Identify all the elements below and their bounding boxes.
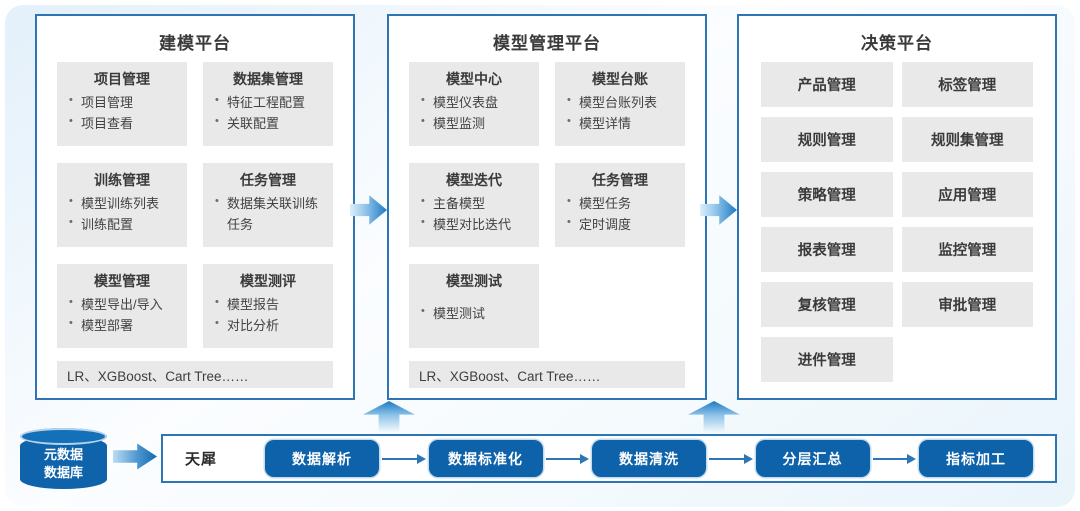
panel-title: 决策平台 xyxy=(861,34,933,53)
module-title: 项目管理 xyxy=(94,71,150,87)
connector-line xyxy=(382,457,417,460)
metadata-database-cylinder-icon: 元数据 数据库 xyxy=(20,428,107,489)
database-label-line2: 数据库 xyxy=(43,465,83,481)
tile-rule-management: 规则管理 xyxy=(761,117,893,162)
module-title: 任务管理 xyxy=(592,172,648,188)
tile-report-management: 报表管理 xyxy=(761,227,893,272)
panel-title: 建模平台 xyxy=(159,34,231,53)
pipeline-connector-arrow-icon xyxy=(379,453,429,464)
module-title: 模型测试 xyxy=(446,273,502,289)
module-item: 项目查看 xyxy=(65,113,179,134)
module-item: 对比分析 xyxy=(211,315,325,336)
module-title: 任务管理 xyxy=(240,172,296,188)
connector-arrowhead-icon xyxy=(580,453,590,464)
module-item: 定时调度 xyxy=(563,214,677,235)
tile-application-management: 应用管理 xyxy=(901,172,1033,217)
module-item: 模型仪表盘 xyxy=(417,92,531,113)
module-item: 主备模型 xyxy=(417,193,531,214)
module-model-testing: 模型测试 模型测试 xyxy=(409,264,539,348)
module-item: 项目管理 xyxy=(65,92,179,113)
module-grid: 项目管理 项目管理 项目查看 数据集管理 特征工程配置 关联配置 训练管理 模型… xyxy=(37,62,353,348)
tile-approval-management: 审批管理 xyxy=(901,282,1033,327)
module-title: 数据集管理 xyxy=(233,71,303,87)
tile-review-management: 复核管理 xyxy=(761,282,893,327)
cylinder-top xyxy=(20,428,107,445)
stage-data-parsing: 数据解析 xyxy=(265,440,380,477)
module-model-evaluation: 模型测评 模型报告 对比分析 xyxy=(203,264,333,348)
module-item: 模型详情 xyxy=(563,113,677,134)
module-title: 模型管理 xyxy=(94,273,150,289)
panel-decision-platform: 决策平台 产品管理 标签管理 规则管理 规则集管理 策略管理 应用管理 报表管理… xyxy=(737,14,1057,400)
pipeline-connector-arrow-icon xyxy=(870,453,920,464)
module-model-management: 模型管理 模型导出/导入 模型部署 xyxy=(57,264,187,348)
module-item: 模型部署 xyxy=(65,315,179,336)
tile-grid: 产品管理 标签管理 规则管理 规则集管理 策略管理 应用管理 报表管理 监控管理… xyxy=(739,62,1055,382)
tile-monitoring-management: 监控管理 xyxy=(901,227,1033,272)
module-item: 模型导出/导入 xyxy=(65,294,179,315)
connector-line xyxy=(709,457,744,460)
panel-model-management-platform: 模型管理平台 模型中心 模型仪表盘 模型监测 模型台账 模型台账列表 模型详情 … xyxy=(387,14,707,400)
panel-title: 模型管理平台 xyxy=(493,34,601,53)
connector-arrowhead-icon xyxy=(743,453,753,464)
module-title: 模型台账 xyxy=(592,71,648,87)
connector-line xyxy=(872,457,908,460)
stage-layered-aggregation: 分层汇总 xyxy=(755,440,870,477)
module-item: 模型训练列表 xyxy=(65,193,179,214)
module-title: 模型测评 xyxy=(240,273,296,289)
database-label: 元数据 数据库 xyxy=(20,446,107,482)
module-title: 模型迭代 xyxy=(446,172,502,188)
module-item: 特征工程配置 xyxy=(211,92,325,113)
algorithms-footer: LR、XGBoost、Cart Tree…… xyxy=(409,361,685,388)
database-label-line1: 元数据 xyxy=(43,447,83,462)
algorithms-footer: LR、XGBoost、Cart Tree…… xyxy=(57,361,333,388)
tile-strategy-management: 策略管理 xyxy=(761,172,893,217)
panel-modeling-platform: 建模平台 项目管理 项目管理 项目查看 数据集管理 特征工程配置 关联配置 训练… xyxy=(35,14,355,400)
module-model-center: 模型中心 模型仪表盘 模型监测 xyxy=(409,62,539,146)
pipeline-connector-arrow-icon xyxy=(543,453,593,464)
module-task-management: 任务管理 数据集关联训练任务 xyxy=(203,163,333,247)
module-item: 模型监测 xyxy=(417,113,531,134)
stage-indicator-processing: 指标加工 xyxy=(919,440,1034,477)
tile-product-management: 产品管理 xyxy=(761,62,893,107)
module-grid: 模型中心 模型仪表盘 模型监测 模型台账 模型台账列表 模型详情 模型迭代 主备… xyxy=(389,62,705,348)
module-model-ledger: 模型台账 模型台账列表 模型详情 xyxy=(555,62,685,146)
stage-data-cleaning: 数据清洗 xyxy=(592,440,707,477)
module-item: 模型报告 xyxy=(211,294,325,315)
module-task-management: 任务管理 模型任务 定时调度 xyxy=(555,163,685,247)
module-dataset-management: 数据集管理 特征工程配置 关联配置 xyxy=(203,62,333,146)
module-item: 数据集关联训练任务 xyxy=(211,193,325,235)
module-title: 训练管理 xyxy=(94,172,150,188)
module-item: 模型任务 xyxy=(563,193,677,214)
tile-ruleset-management: 规则集管理 xyxy=(901,117,1033,162)
module-training-management: 训练管理 模型训练列表 训练配置 xyxy=(57,163,187,247)
module-item: 模型对比迭代 xyxy=(417,214,531,235)
stage-data-standardization: 数据标准化 xyxy=(428,440,543,477)
module-item: 模型台账列表 xyxy=(563,92,677,113)
data-pipeline-bar: 天犀 数据解析 数据标准化 数据清洗 分层汇总 指标加工 xyxy=(161,434,1057,483)
module-model-iteration: 模型迭代 主备模型 模型对比迭代 xyxy=(409,163,539,247)
module-item: 训练配置 xyxy=(65,214,179,235)
pipeline-connector-arrow-icon xyxy=(706,453,756,464)
engine-label: 天犀 xyxy=(185,451,218,468)
connector-arrowhead-icon xyxy=(907,453,917,464)
connector-arrowhead-icon xyxy=(416,453,426,464)
connector-line xyxy=(545,457,581,460)
tile-intake-management: 进件管理 xyxy=(761,337,893,382)
tile-label-management: 标签管理 xyxy=(901,62,1033,107)
module-item: 模型测试 xyxy=(417,303,531,324)
module-item: 关联配置 xyxy=(211,113,325,134)
module-title: 模型中心 xyxy=(446,71,502,87)
module-project-management: 项目管理 项目管理 项目查看 xyxy=(57,62,187,146)
